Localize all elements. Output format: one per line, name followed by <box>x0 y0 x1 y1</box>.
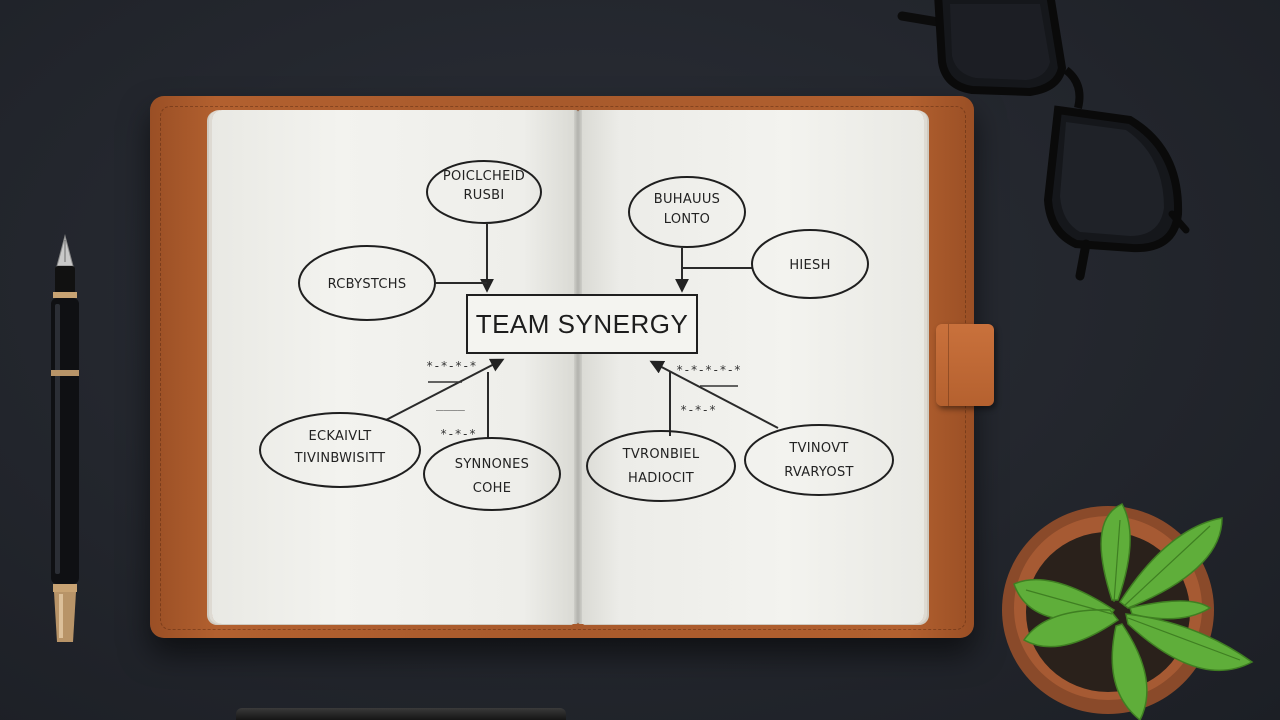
node-bottom-center-right-line1: TVRONBIEL <box>622 447 700 462</box>
node-top-right-line1: BUHAUUS <box>654 192 720 207</box>
page-gutter <box>574 110 582 624</box>
eyeglasses <box>897 0 1190 281</box>
node-mid-right: HIESH <box>751 229 869 299</box>
center-topic-label: TEAM SYNERGY <box>476 309 689 339</box>
node-mid-left-label: RCBYSTCHS <box>328 277 407 292</box>
node-bottom-center-left: SYNNONES COHE <box>423 437 561 511</box>
connectors <box>385 224 779 438</box>
svg-text:‾‾‾‾: ‾‾‾‾ <box>436 409 466 423</box>
node-bottom-center-right-line2: HADIOCIT <box>628 471 694 486</box>
node-bottom-right-line2: RVARYOST <box>784 465 854 480</box>
svg-text:*‑*‑*: *‑*‑* <box>680 403 716 417</box>
node-bottom-right-line1: TVINOVT <box>788 441 848 456</box>
doodle-marks: *‑*‑*‑* ‾‾‾‾ *‑*‑* *‑*‑*‑*‑* *‑*‑* <box>426 359 741 441</box>
node-top-right: BUHAUUS LONTO <box>628 176 746 248</box>
potted-plant <box>1002 503 1254 720</box>
node-mid-right-label: HIESH <box>789 258 830 273</box>
node-top-right-line2: LONTO <box>664 212 710 227</box>
node-bottom-center-left-line1: SYNNONES <box>455 457 529 472</box>
center-topic: TEAM SYNERGY <box>466 294 698 354</box>
node-top-left: POICLCHEID RUSBI <box>426 160 542 224</box>
left-page <box>212 110 578 624</box>
fountain-pen <box>51 234 79 642</box>
node-bottom-right: TVINOVT RVARYOST <box>744 424 894 496</box>
svg-text:*‑*‑*‑*‑*: *‑*‑*‑*‑* <box>676 363 741 377</box>
node-bottom-center-left-line2: COHE <box>473 481 512 496</box>
node-bottom-left-line1: ECKAIVLT <box>308 429 371 444</box>
svg-text:*‑*‑*‑*: *‑*‑*‑* <box>426 359 477 373</box>
node-mid-left: RCBYSTCHS <box>298 245 436 321</box>
notebook-strap <box>936 324 994 406</box>
node-bottom-left-line2: TIVINBWISITT <box>294 451 386 466</box>
node-top-left-line2: RUSBI <box>463 188 504 203</box>
svg-text:*‑*‑*: *‑*‑* <box>440 427 476 441</box>
node-bottom-left: ECKAIVLT TIVINBWISITT <box>259 412 421 488</box>
node-bottom-center-right: TVRONBIEL HADIOCIT <box>586 430 736 502</box>
bottom-pen-case <box>236 708 566 720</box>
strap-edge <box>948 324 949 406</box>
node-top-left-line1: POICLCHEID <box>443 169 525 184</box>
